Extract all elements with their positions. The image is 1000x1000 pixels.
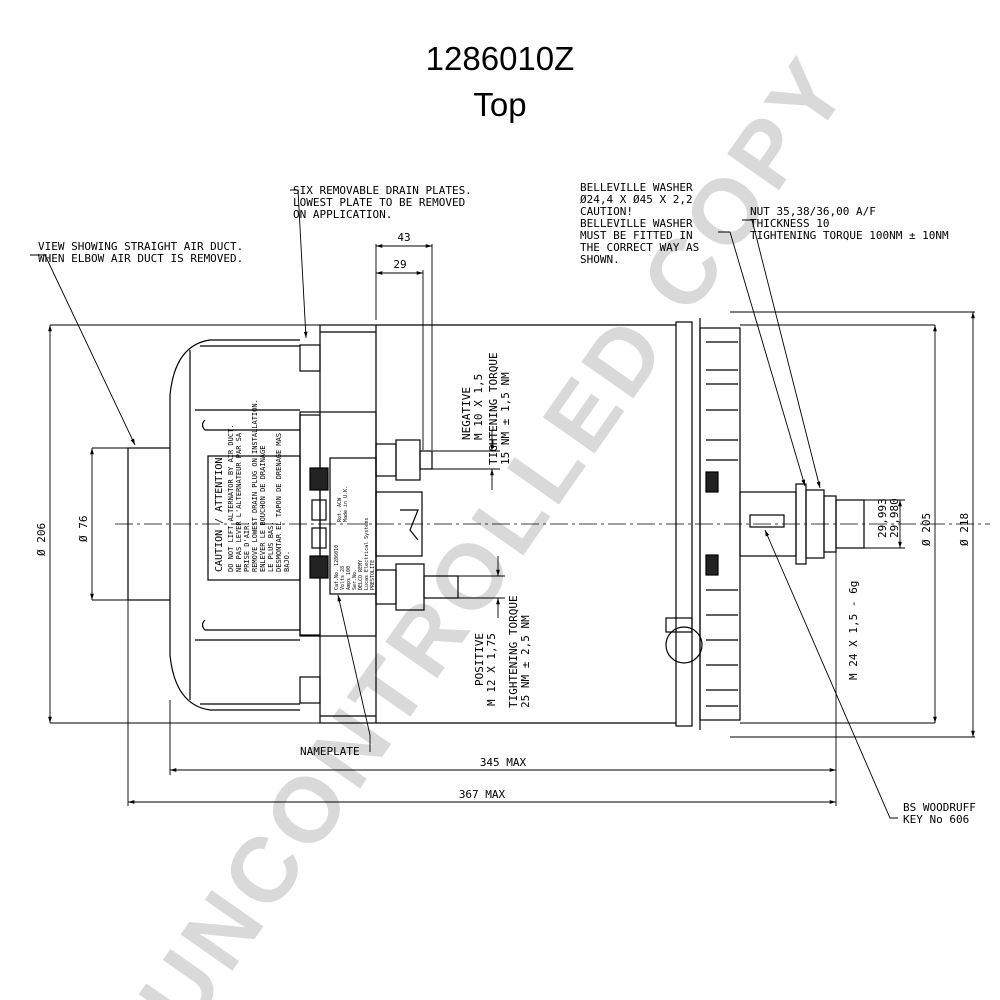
note-air-duct-1: VIEW SHOWING STRAIGHT AIR DUCT. (38, 240, 243, 253)
note-washer-1: BELLEVILLE WASHER (580, 181, 693, 194)
caution-line-5: REMOVE LOWEST DRAIN PLUG ON INSTALLATION… (251, 399, 259, 572)
dim-43: 43 (397, 231, 410, 244)
note-negative-1: NEGATIVE (460, 387, 473, 440)
note-nameplate: NAMEPLATE (300, 745, 360, 758)
shaft-assembly (739, 483, 865, 565)
caution-line-1: CAUTION / ATTENTION (214, 458, 225, 572)
nameplate-line-5: Rot. ACW (337, 497, 343, 522)
note-washer-5: MUST BE FITTED IN (580, 229, 693, 242)
dim-shaft-max: 29,993 (876, 498, 889, 538)
caution-line-4: PRISE D'AIR. (243, 521, 251, 572)
note-positive-4: 25 NM ± 2,5 NM (519, 615, 532, 708)
air-duct (127, 339, 300, 711)
dim-205: Ø 205 (920, 513, 933, 546)
caution-label-panel (207, 455, 301, 581)
note-washer-4: BELLEVILLE WASHER (580, 217, 693, 230)
dim-345: 345 MAX (480, 756, 527, 769)
caution-line-2: DO NOT LIFT ALTERNATOR BY AIR DUCT. (227, 424, 235, 572)
nameplate-line-7: DELCO REMY (358, 560, 364, 590)
note-washer-7: SHOWN. (580, 253, 620, 266)
note-washer-6: THE CORRECT WAY AS (580, 241, 699, 254)
nameplate-line-6: Made in U.K. (343, 486, 349, 522)
cap (665, 626, 703, 664)
dim-76: Ø 76 (77, 516, 90, 543)
note-negative-3: TIGHTENING TORQUE (487, 352, 500, 465)
note-positive-3: TIGHTENING TORQUE (507, 595, 520, 708)
dim-shaft-min: 29,980 (888, 498, 901, 538)
dim-206: Ø 206 (35, 523, 48, 556)
dim-29: 29 (393, 258, 406, 271)
nameplate-line-4: Ser.No. (352, 569, 358, 590)
nameplate-line-9: PRESTOLITE (370, 560, 376, 590)
caution-line-9: BAJO. (283, 551, 291, 572)
note-washer-2: Ø24,4 X Ø45 X 2,2 (580, 193, 693, 206)
note-negative-4: 15 NM ± 1,5 NM (499, 372, 512, 465)
caution-line-6: ENLEVER LE BOUCHON DE DRAINAGE (259, 446, 267, 572)
note-positive-1: POSITIVE (473, 633, 486, 686)
note-drain-3: ON APPLICATION. (293, 208, 392, 221)
note-key-1: BS WOODRUFF (903, 801, 976, 814)
nameplate-line-3: Amps 100 (346, 566, 352, 590)
dim-367: 367 MAX (459, 788, 506, 801)
caution-line-3: NE PAS LEVER L'ALTERNATEUR PAR SA (235, 432, 243, 572)
nameplate-line-2: Volts 28 (340, 566, 346, 590)
note-nut-2: THICKNESS 10 (750, 217, 829, 230)
note-negative-2: M 10 X 1,5 (472, 374, 485, 440)
note-drain-2: LOWEST PLATE TO BE REMOVED (293, 196, 465, 209)
view-title: Top (473, 86, 527, 123)
nameplate-line-8: Lucas Electrical Systems (364, 518, 370, 590)
caution-line-8: DESMONTAR EL TAPON DE DRENAGE MAS (275, 433, 283, 572)
nameplate-line-1: Cat.No. 1286010 (334, 545, 340, 590)
note-air-duct-2: WHEN ELBOW AIR DUCT IS REMOVED. (38, 252, 243, 265)
note-nut-3: TIGHTENING TORQUE 100NM ± 10NM (750, 229, 949, 242)
part-number-title: 1286010Z (425, 40, 575, 77)
note-key-2: KEY No 606 (903, 813, 969, 826)
note-nut-1: NUT 35,38/36,00 A/F (750, 205, 876, 218)
note-positive-2: M 12 X 1,75 (485, 633, 498, 706)
note-drain-1: SIX REMOVABLE DRAIN PLATES. (293, 184, 472, 197)
caution-line-7: LE PLUS BAS. (267, 521, 275, 572)
note-washer-3: CAUTION! (580, 205, 633, 218)
note-thread: M 24 X 1,5 - 6g (847, 581, 860, 680)
dim-218: Ø 218 (958, 513, 971, 546)
